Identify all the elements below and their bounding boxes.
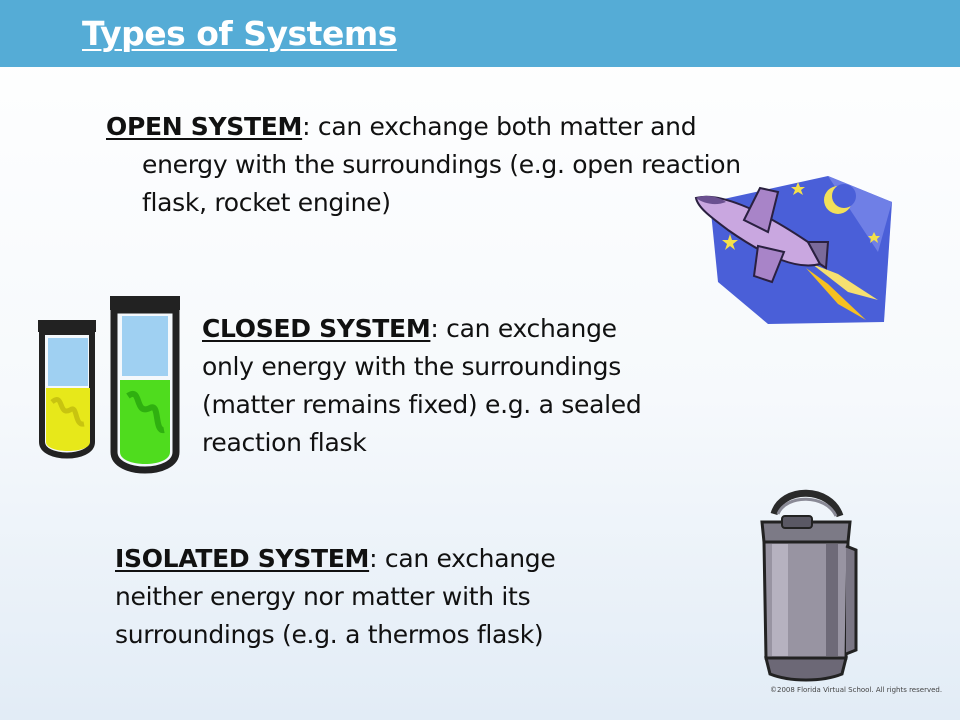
open-system-text: OPEN SYSTEM: can exchange both matter an… (106, 108, 866, 222)
title-bar (0, 0, 960, 67)
slide-title: Types of Systems (82, 14, 397, 53)
isolated-system-line3: surroundings (e.g. a thermos flask) (115, 620, 544, 649)
closed-system-text: CLOSED SYSTEM: can exchange only energy … (202, 310, 762, 462)
isolated-system-line2: neither energy nor matter with its (115, 582, 531, 611)
isolated-system-line1: : can exchange (369, 544, 556, 573)
rocket-clipart-icon (694, 176, 892, 324)
isolated-system-term: ISOLATED SYSTEM (115, 544, 370, 573)
closed-system-term: CLOSED SYSTEM (202, 314, 431, 343)
closed-system-line3: (matter remains fixed) e.g. a sealed (202, 390, 642, 419)
closed-system-line1: : can exchange (430, 314, 617, 343)
copyright-notice: ©2008 Florida Virtual School. All rights… (770, 686, 943, 694)
isolated-system-text: ISOLATED SYSTEM: can exchange neither en… (115, 540, 695, 654)
test-tubes-clipart-icon (38, 296, 180, 474)
open-system-line2: energy with the surroundings (e.g. open … (142, 150, 741, 179)
closed-system-line4: reaction flask (202, 428, 367, 457)
thermos-flask-clipart-icon (760, 489, 858, 682)
open-system-line1: : can exchange both matter and (302, 112, 697, 141)
open-system-line3: flask, rocket engine) (142, 188, 391, 217)
closed-system-line2: only energy with the surroundings (202, 352, 621, 381)
open-system-term: OPEN SYSTEM (106, 112, 303, 141)
